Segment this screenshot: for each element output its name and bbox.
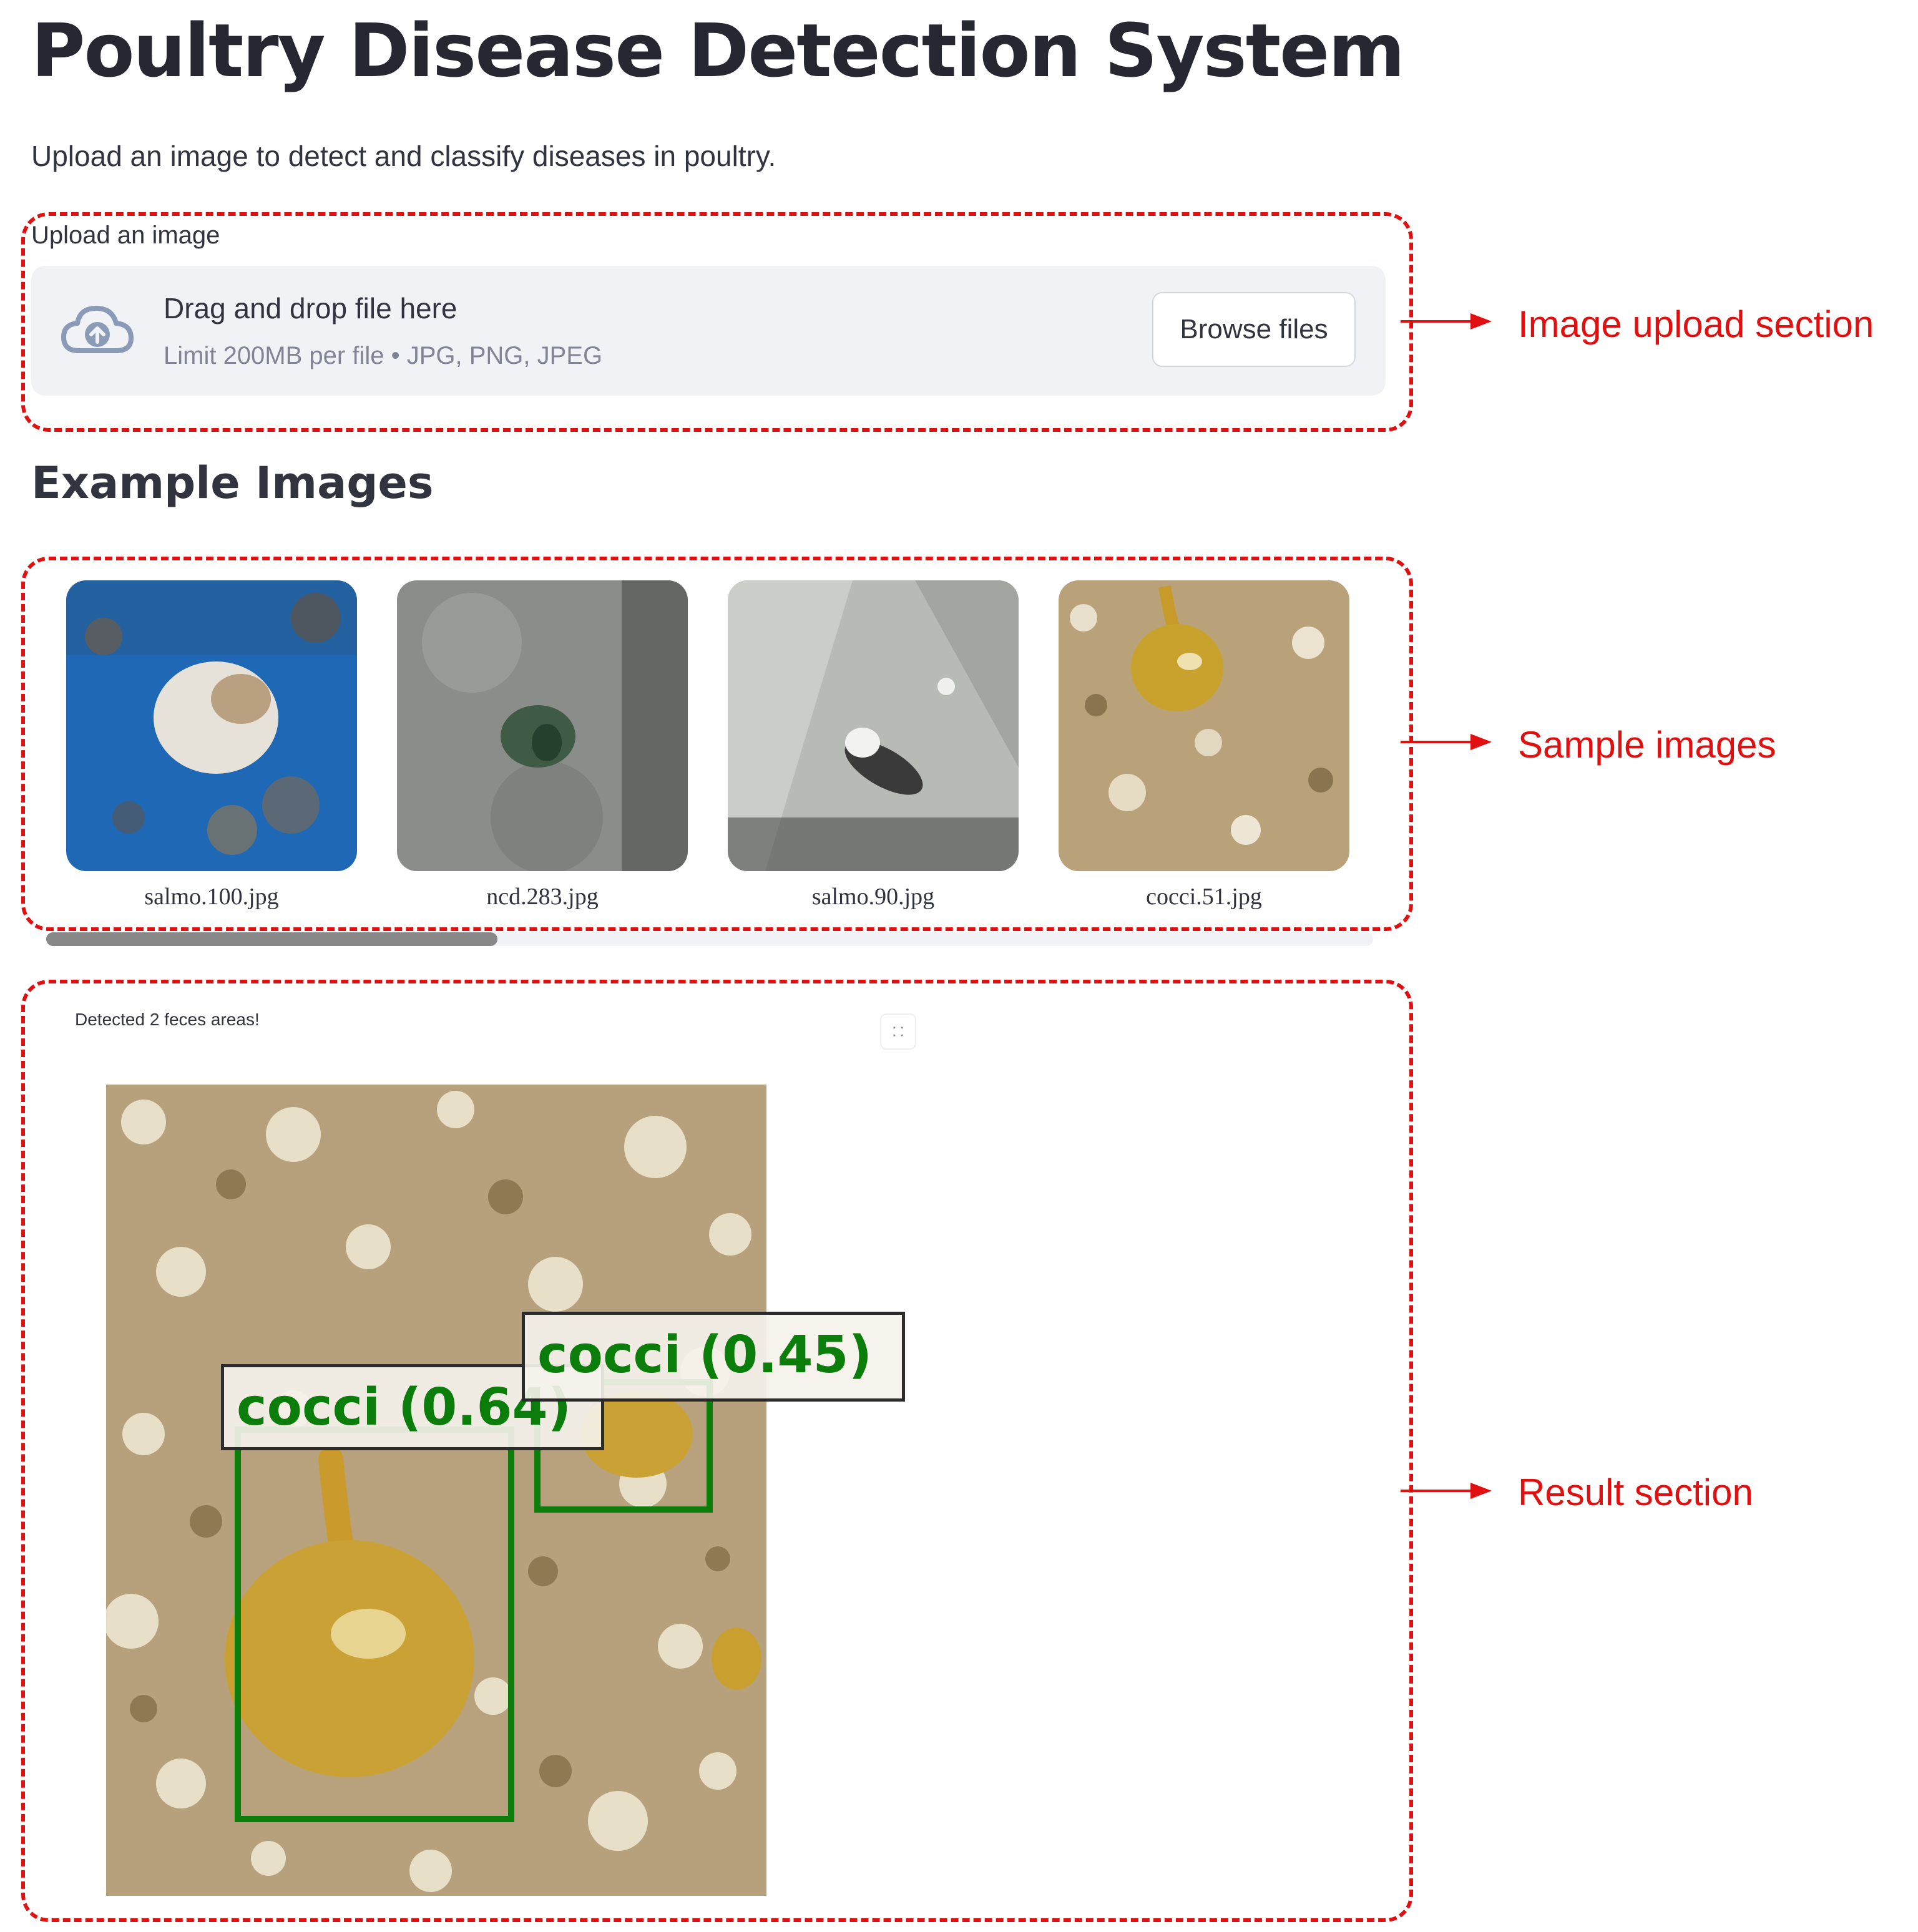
arrow-right-icon [1401,734,1492,750]
samples-section-outline [21,557,1413,931]
annotation-result: Result section [1518,1471,1753,1513]
detection-message: Detected 2 feces areas! [75,1010,260,1029]
detection-label: cocci (0.45) [522,1312,905,1402]
example-image-salmo-100[interactable] [66,580,357,871]
detection-box [235,1427,514,1822]
upload-label: Upload an image [31,222,220,249]
examples-heading: Example Images [31,457,434,509]
result-image [106,1085,766,1896]
annotation-samples: Sample images [1518,724,1776,766]
arrow-right-icon [1401,313,1492,329]
cloud-upload-icon [61,306,134,353]
browse-files-button[interactable]: Browse files [1152,292,1356,367]
dropzone-limit-text: Limit 200MB per file • JPG, PNG, JPEG [164,342,603,369]
example-caption: salmo.100.jpg [144,884,279,910]
example-image-salmo-90[interactable] [728,580,1019,871]
fullscreen-icon [893,1027,903,1037]
fullscreen-button[interactable] [880,1013,916,1050]
example-caption: ncd.283.jpg [486,884,599,910]
example-image-ncd-283[interactable] [397,580,688,871]
dropzone-instructions: Drag and drop file here [164,292,457,324]
page-title: Poultry Disease Detection System [31,7,1405,94]
example-caption: salmo.90.jpg [811,884,935,910]
example-image-cocci-51[interactable] [1059,580,1349,871]
annotation-upload: Image upload section [1518,303,1874,345]
example-caption: cocci.51.jpg [1146,884,1262,910]
result-section-outline [21,980,1413,1922]
page-subtitle: Upload an image to detect and classify d… [31,140,776,172]
arrow-right-icon [1401,1483,1492,1499]
examples-scrollbar-thumb[interactable] [46,932,497,946]
